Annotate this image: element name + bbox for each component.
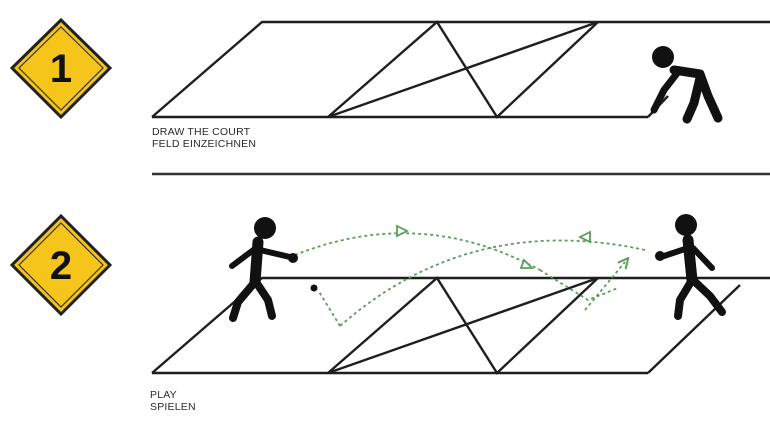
ball-icon (311, 285, 318, 292)
step-2-number: 2 (50, 244, 72, 288)
step-2-caption-de: SPIELEN (150, 401, 196, 413)
player-left-icon (232, 217, 298, 318)
player-right-icon (655, 214, 722, 316)
serve-arc (295, 233, 540, 270)
step-1-badge: 1 (12, 20, 110, 117)
return-arc (340, 241, 645, 327)
step-1-caption-de: FELD EINZEICHNEN (152, 138, 256, 150)
step-2-badge: 2 (12, 216, 110, 314)
step-1-number: 1 (50, 47, 72, 91)
step-2-caption: PLAY SPIELEN (150, 389, 196, 413)
step-1-caption: DRAW THE COURT FELD EINZEICHNEN (152, 126, 256, 150)
step-1-caption-en: DRAW THE COURT (152, 126, 256, 138)
step-2-caption-en: PLAY (150, 389, 196, 401)
person-drawing-court-icon (652, 46, 718, 119)
